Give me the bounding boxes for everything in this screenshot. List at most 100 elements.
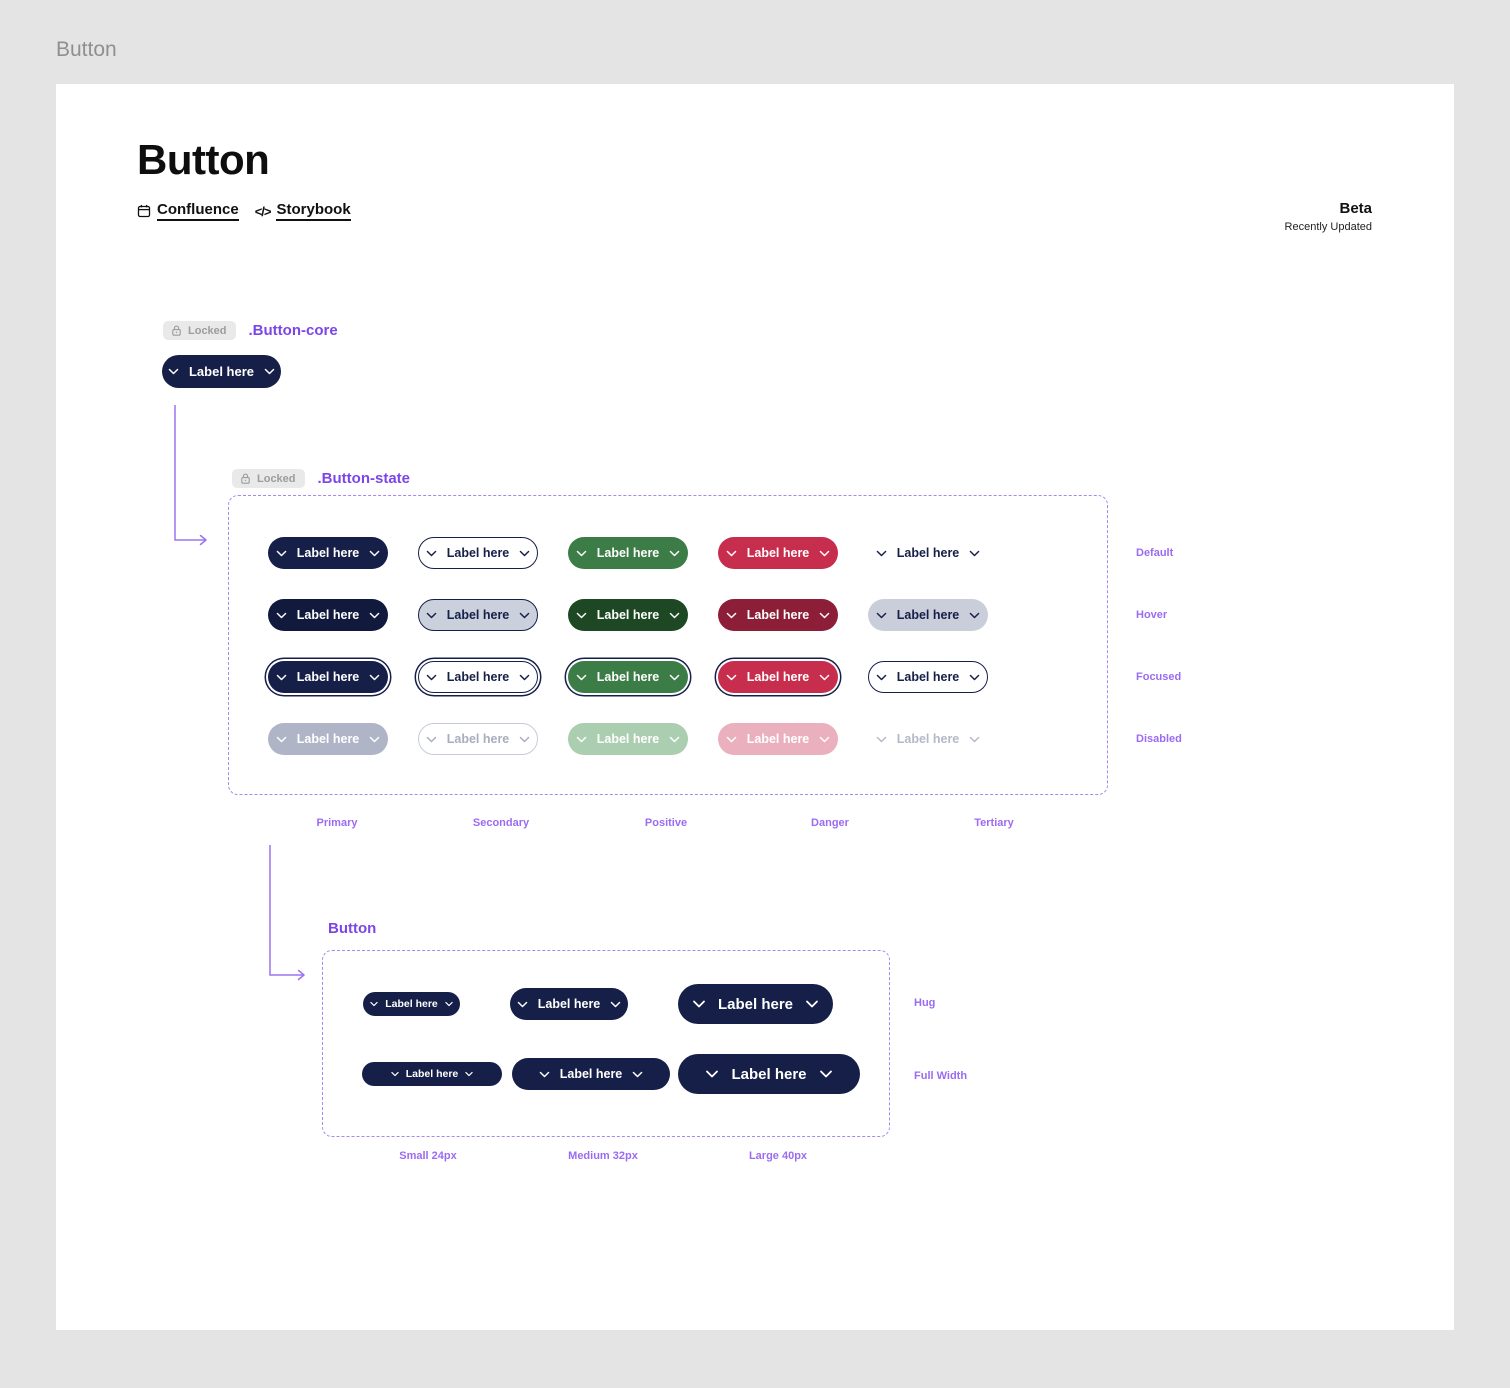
button-label: Label here: [896, 608, 960, 622]
button-tertiary-hover[interactable]: Label here: [868, 599, 988, 631]
button-tertiary-focused[interactable]: Label here: [868, 661, 988, 693]
chevron-down-icon: [875, 609, 888, 622]
button-label: Label here: [746, 608, 810, 622]
confluence-icon: [137, 204, 151, 218]
button-label: Label here: [746, 546, 810, 560]
chevron-down-icon: [275, 671, 288, 684]
button-label: Label here: [446, 670, 510, 684]
state-row-focused: Label here Label here Label here Label h…: [268, 661, 988, 693]
button-label: Label here: [596, 732, 660, 746]
button-tertiary-default[interactable]: Label here: [868, 537, 988, 569]
button-label: Label here: [296, 546, 360, 560]
chevron-down-icon: [818, 733, 831, 746]
col-label-danger: Danger: [811, 817, 849, 829]
button-label: Label here: [596, 546, 660, 560]
button-danger-focused[interactable]: Label here: [718, 661, 838, 693]
chevron-down-icon: [875, 671, 888, 684]
chevron-down-icon: [368, 547, 381, 560]
button-primary-hover[interactable]: Label here: [268, 599, 388, 631]
chevron-down-icon: [668, 733, 681, 746]
button-label: Label here: [717, 995, 794, 1013]
chevron-down-icon: [368, 733, 381, 746]
chevron-down-icon: [725, 671, 738, 684]
button-label: Label here: [746, 670, 810, 684]
chevron-down-icon: [575, 547, 588, 560]
button-large-fullwidth[interactable]: Label here: [678, 1054, 860, 1094]
col-label-medium: Medium 32px: [568, 1150, 638, 1162]
button-state-frame: [228, 495, 1108, 795]
button-positive-focused[interactable]: Label here: [568, 661, 688, 693]
window-title: Button: [56, 38, 117, 61]
col-label-large: Large 40px: [748, 1150, 808, 1162]
button-large-hug[interactable]: Label here: [678, 984, 833, 1024]
chevron-down-icon: [369, 999, 379, 1009]
chevron-down-icon: [538, 1068, 551, 1081]
button-danger-default[interactable]: Label here: [718, 537, 838, 569]
chevron-down-icon: [368, 609, 381, 622]
design-canvas: Button Confluence </> Storybook Beta Rec…: [56, 84, 1454, 1330]
code-icon: </>: [254, 203, 272, 219]
chevron-down-icon: [968, 671, 981, 684]
button-state-title: .Button-state: [317, 470, 411, 487]
button-secondary-focused[interactable]: Label here: [418, 661, 538, 693]
chevron-down-icon: [275, 547, 288, 560]
button-secondary-hover[interactable]: Label here: [418, 599, 538, 631]
chevron-down-icon: [575, 733, 588, 746]
button-label: Label here: [896, 732, 960, 746]
chevron-down-icon: [804, 996, 820, 1012]
button-primary-focused[interactable]: Label here: [268, 661, 388, 693]
chevron-down-icon: [275, 733, 288, 746]
button-primary-default[interactable]: Label here: [268, 537, 388, 569]
button-tertiary-disabled[interactable]: Label here: [868, 723, 988, 755]
button-secondary-default[interactable]: Label here: [418, 537, 538, 569]
chevron-down-icon: [518, 609, 531, 622]
chevron-down-icon: [368, 671, 381, 684]
button-label: Label here: [896, 670, 960, 684]
chevron-down-icon: [691, 996, 707, 1012]
button-core-header: Locked .Button-core: [163, 321, 338, 340]
chevron-down-icon: [631, 1068, 644, 1081]
button-label: Label here: [559, 1067, 623, 1081]
col-label-secondary: Secondary: [472, 817, 530, 829]
row-label-default: Default: [1136, 547, 1174, 559]
storybook-link-label: Storybook: [276, 201, 351, 221]
chevron-down-icon: [425, 547, 438, 560]
button-positive-hover[interactable]: Label here: [568, 599, 688, 631]
chevron-down-icon: [575, 609, 588, 622]
storybook-link[interactable]: </> Storybook: [255, 201, 351, 221]
button-secondary-disabled[interactable]: Label here: [418, 723, 538, 755]
button-danger-disabled[interactable]: Label here: [718, 723, 838, 755]
button-core-specimen[interactable]: Label here: [162, 355, 281, 388]
button-small-fullwidth[interactable]: Label here: [362, 1062, 502, 1086]
page-title: Button: [137, 136, 270, 183]
chevron-down-icon: [818, 1066, 834, 1082]
button-size-title: Button: [328, 920, 377, 937]
row-label-disabled: Disabled: [1136, 733, 1182, 745]
chevron-down-icon: [425, 609, 438, 622]
button-label: Label here: [746, 732, 810, 746]
button-small-hug[interactable]: Label here: [363, 992, 460, 1016]
button-label: Label here: [446, 546, 510, 560]
button-danger-hover[interactable]: Label here: [718, 599, 838, 631]
chevron-down-icon: [518, 733, 531, 746]
confluence-link[interactable]: Confluence: [137, 201, 239, 221]
lock-icon: [170, 324, 183, 337]
chevron-down-icon: [390, 1069, 400, 1079]
button-size-frame: [322, 950, 890, 1137]
col-label-positive: Positive: [644, 817, 688, 829]
chevron-down-icon: [818, 671, 831, 684]
chevron-down-icon: [668, 547, 681, 560]
button-positive-default[interactable]: Label here: [568, 537, 688, 569]
button-medium-hug[interactable]: Label here: [510, 988, 628, 1020]
confluence-link-label: Confluence: [157, 201, 239, 221]
button-label: Label here: [596, 670, 660, 684]
locked-label: Locked: [257, 472, 296, 485]
chevron-down-icon: [818, 547, 831, 560]
chevron-down-icon: [275, 609, 288, 622]
state-row-hover: Label here Label here Label here Label h…: [268, 599, 988, 631]
chevron-down-icon: [444, 999, 454, 1009]
button-positive-disabled[interactable]: Label here: [568, 723, 688, 755]
button-medium-fullwidth[interactable]: Label here: [512, 1058, 670, 1090]
button-primary-disabled[interactable]: Label here: [268, 723, 388, 755]
button-label: Label here: [296, 732, 360, 746]
